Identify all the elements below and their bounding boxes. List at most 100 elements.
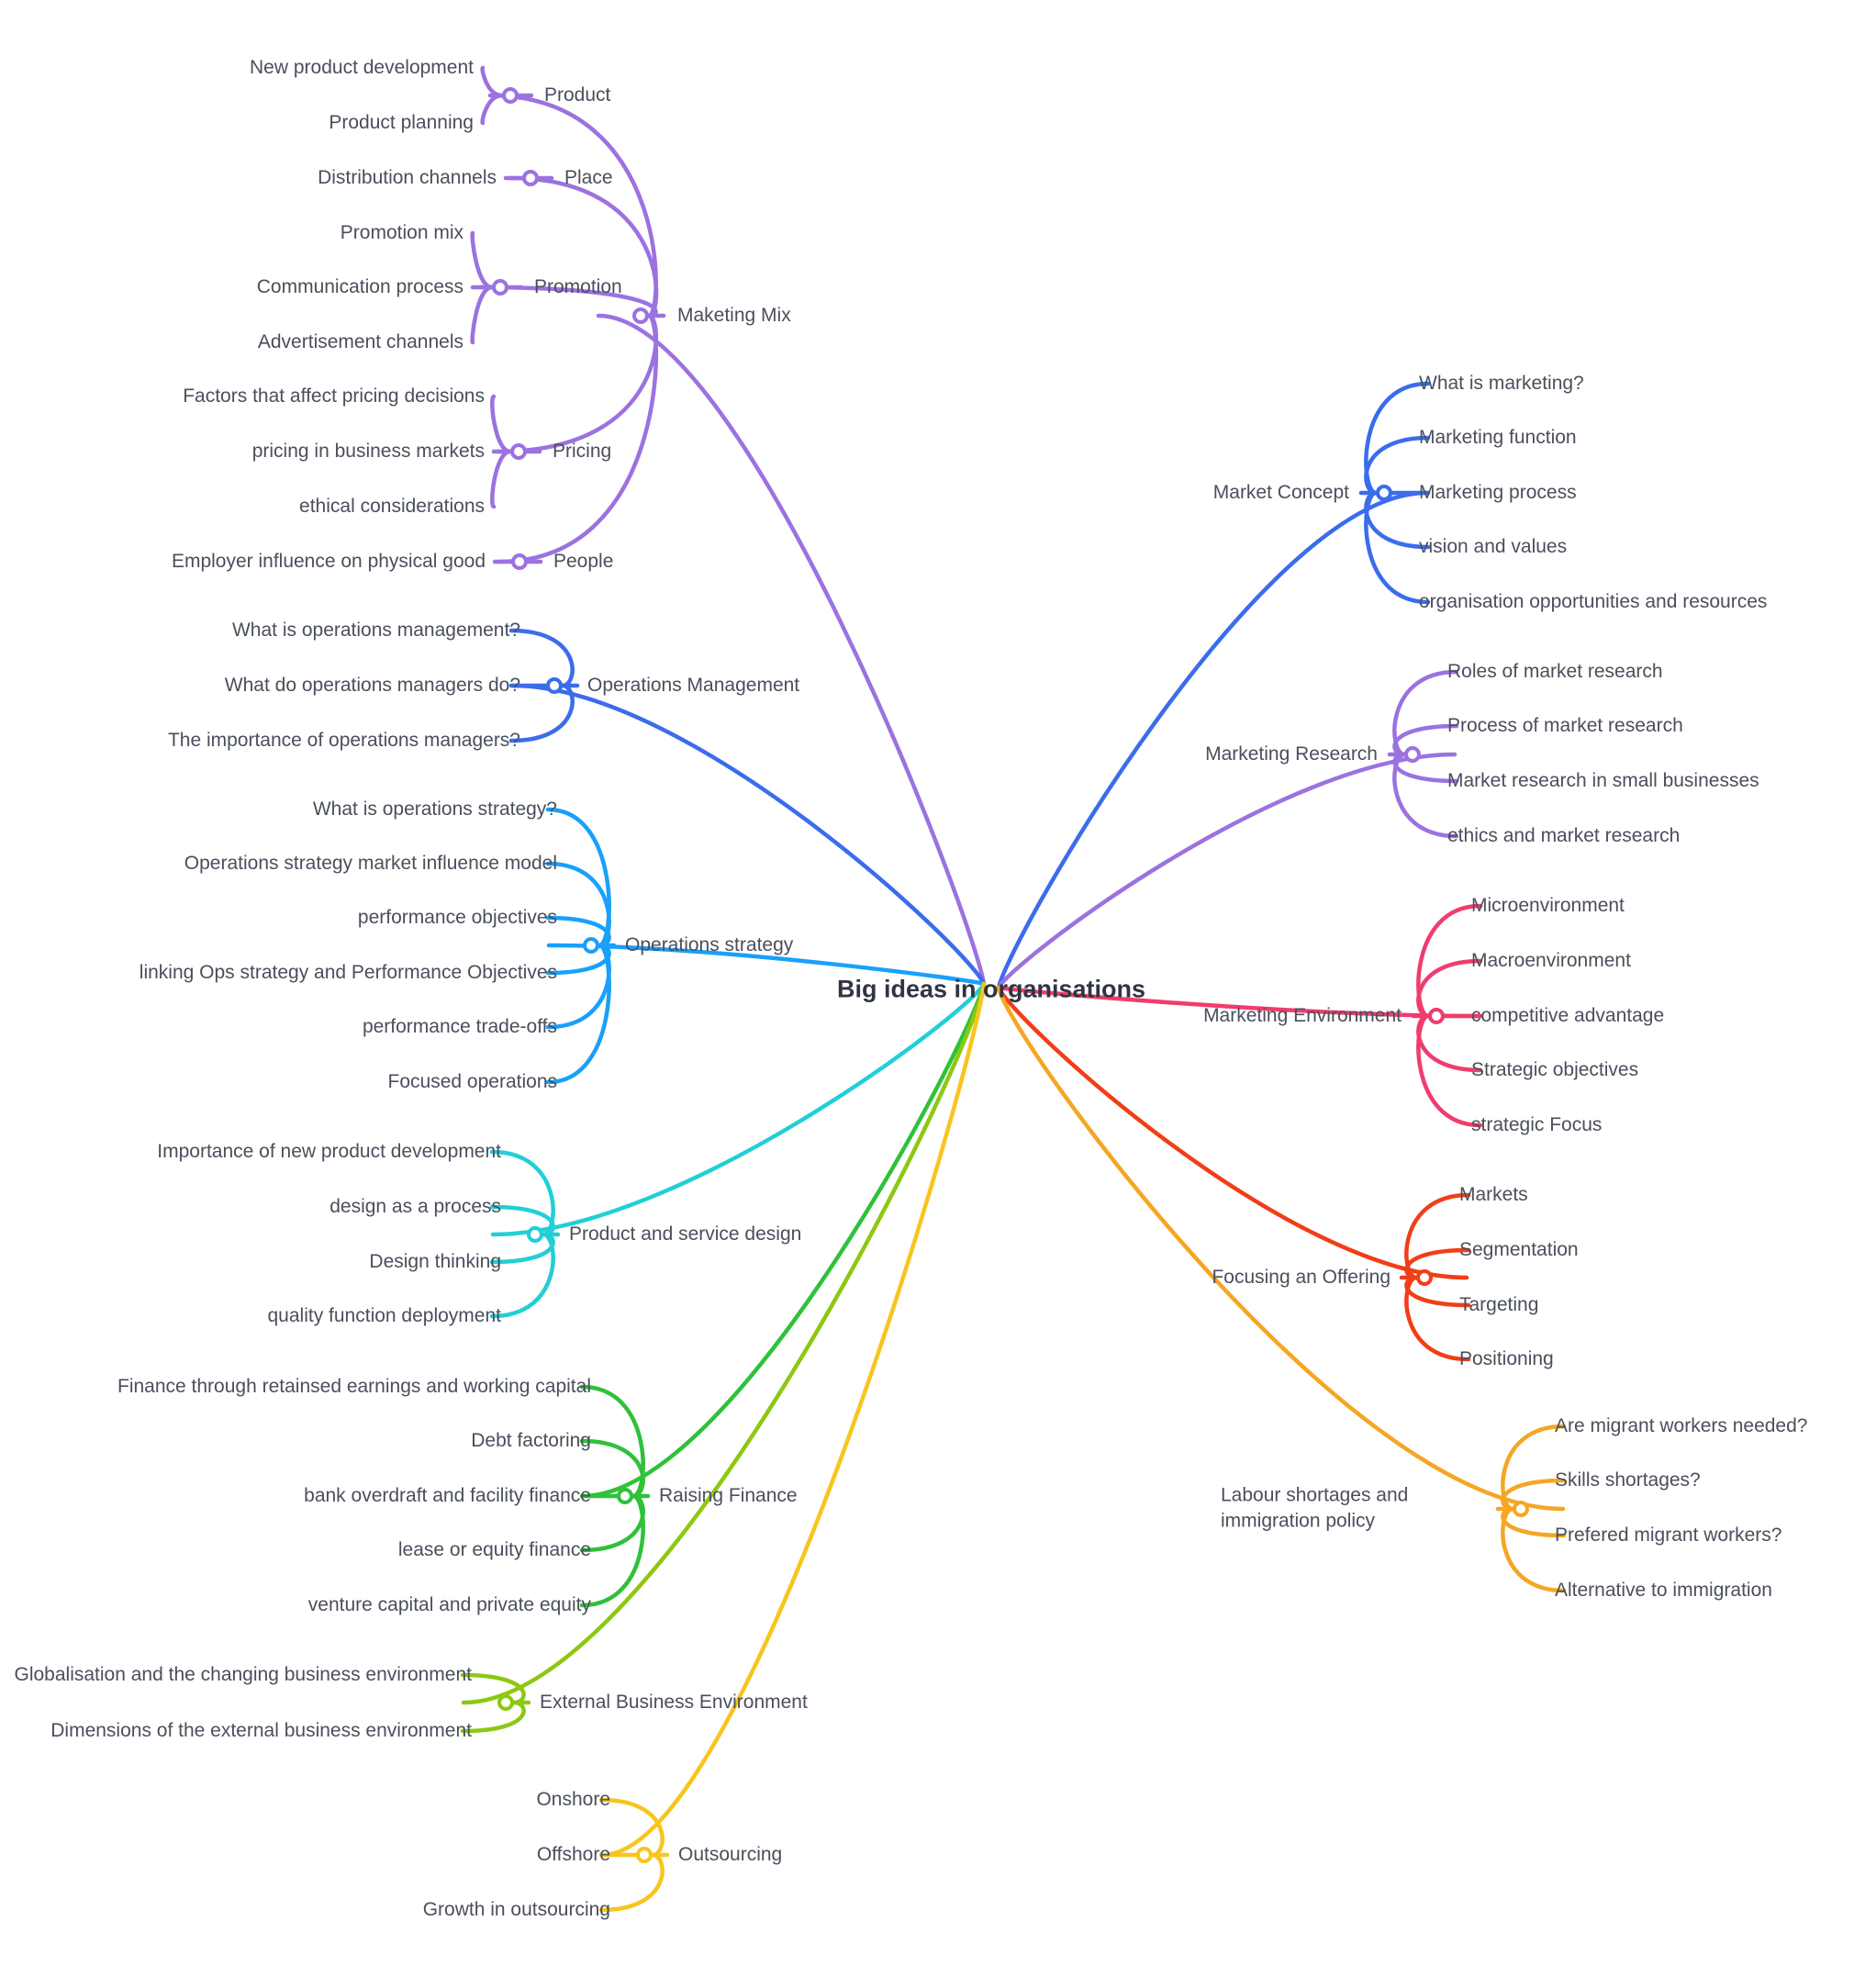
node-handle[interactable] xyxy=(546,677,563,694)
leaf-label[interactable]: Macroenvironment xyxy=(1471,949,1631,971)
branch-label-outsourcing[interactable]: Outsourcing xyxy=(678,1843,783,1865)
subbranch-label[interactable]: Product xyxy=(544,84,611,106)
node-handle[interactable] xyxy=(1376,485,1392,501)
subbranch-label[interactable]: Promotion xyxy=(534,275,622,297)
leaf-label[interactable]: Segmentation xyxy=(1459,1238,1579,1260)
leaf-label[interactable]: pricing in business markets xyxy=(251,440,485,462)
leaf-label[interactable]: What is operations strategy? xyxy=(312,798,557,820)
leaf-label[interactable]: What is operations management? xyxy=(231,619,520,641)
edge xyxy=(996,752,1458,990)
subbranch-label[interactable]: People xyxy=(553,550,614,572)
branch-label-product-service-design[interactable]: Product and service design xyxy=(569,1223,802,1245)
leaf-label[interactable]: Advertisement channels xyxy=(257,330,464,352)
node-handle[interactable] xyxy=(510,443,527,460)
branch-label-raising-finance[interactable]: Raising Finance xyxy=(659,1484,798,1506)
leaf-label[interactable]: Focused operations xyxy=(387,1070,557,1092)
leaf-label[interactable]: Offshore xyxy=(536,1843,610,1865)
edge xyxy=(490,449,513,509)
leaf-label[interactable]: competitive advantage xyxy=(1471,1004,1665,1026)
leaf-label[interactable]: Product planning xyxy=(329,111,474,133)
leaf-label[interactable]: Alternative to immigration xyxy=(1555,1579,1772,1601)
leaf-label[interactable]: lease or equity finance xyxy=(397,1538,591,1560)
leaf-label[interactable]: Positioning xyxy=(1459,1347,1554,1369)
branch-label-marketing-mix[interactable]: Maketing Mix xyxy=(677,304,791,326)
node-handle[interactable] xyxy=(511,553,528,570)
branch-label-marketing-research[interactable]: Marketing Research xyxy=(1205,743,1378,765)
leaf-label[interactable]: Importance of new product development xyxy=(157,1140,501,1162)
leaf-label[interactable]: Design thinking xyxy=(369,1250,501,1272)
leaf-label[interactable]: ethics and market research xyxy=(1447,824,1681,846)
edge xyxy=(596,313,987,987)
leaf-label[interactable]: Factors that affect pricing decisions xyxy=(183,385,485,407)
leaf-label[interactable]: linking Ops strategy and Performance Obj… xyxy=(139,961,557,983)
leaf-label[interactable]: design as a process xyxy=(329,1195,501,1217)
leaf-label[interactable]: performance trade-offs xyxy=(362,1015,557,1037)
branch-label-operations-management[interactable]: Operations Management xyxy=(587,674,800,696)
leaf-label[interactable]: New product development xyxy=(250,56,474,78)
branch-label-external-business-environment[interactable]: External Business Environment xyxy=(540,1691,808,1713)
leaf-label[interactable]: performance objectives xyxy=(357,906,557,928)
leaf-label[interactable]: organisation opportunities and resources xyxy=(1419,590,1768,612)
leaf-label[interactable]: The importance of operations managers? xyxy=(167,729,520,751)
leaf-label[interactable]: Prefered migrant workers? xyxy=(1555,1524,1782,1546)
node-handle[interactable] xyxy=(522,170,539,186)
leaf-label[interactable]: Employer influence on physical good xyxy=(171,550,486,572)
branch-label-marketing-environment[interactable]: Marketing Environment xyxy=(1203,1004,1402,1026)
leaf-label[interactable]: bank overdraft and facility finance xyxy=(304,1484,591,1506)
node-handle[interactable] xyxy=(617,1488,633,1504)
node-handle[interactable] xyxy=(497,1694,514,1711)
leaf-label[interactable]: Strategic objectives xyxy=(1471,1058,1639,1080)
leaf-label[interactable]: Distribution channels xyxy=(318,166,497,188)
leaf-label[interactable]: Debt factoring xyxy=(471,1429,591,1451)
branch-label-labour-shortages[interactable]: Labour shortages and immigration policy xyxy=(1221,1484,1409,1532)
leaf-label[interactable]: vision and values xyxy=(1419,535,1568,557)
branch-label-market-concept[interactable]: Market Concept xyxy=(1212,481,1349,503)
leaf-label[interactable]: venture capital and private equity xyxy=(307,1593,591,1615)
node-handle[interactable] xyxy=(632,307,649,324)
edge xyxy=(996,985,1469,1280)
subbranch-label[interactable]: Pricing xyxy=(553,440,612,462)
leaf-label[interactable]: ethical considerations xyxy=(299,495,485,517)
subbranch-label[interactable]: Place xyxy=(564,166,613,188)
leaf-label[interactable]: Roles of market research xyxy=(1447,660,1663,682)
leaf-label[interactable]: Operations strategy market influence mod… xyxy=(184,852,557,874)
edge xyxy=(470,230,495,290)
node-handle[interactable] xyxy=(1513,1501,1529,1517)
node-handle[interactable] xyxy=(1416,1269,1433,1286)
leaf-label[interactable]: Market research in small businesses xyxy=(1447,769,1759,791)
leaf-label[interactable]: Growth in outsourcing xyxy=(422,1898,610,1920)
node-handle[interactable] xyxy=(636,1847,653,1863)
leaf-label[interactable]: Dimensions of the external business envi… xyxy=(50,1719,472,1741)
node-handle[interactable] xyxy=(502,87,519,104)
leaf-label[interactable]: Targeting xyxy=(1459,1293,1539,1315)
node-handle[interactable] xyxy=(527,1226,543,1243)
leaf-label[interactable]: Promotion mix xyxy=(340,221,464,243)
node-handle[interactable] xyxy=(1428,1008,1445,1024)
node-handle[interactable] xyxy=(1404,746,1421,763)
leaf-label[interactable]: Are migrant workers needed? xyxy=(1555,1414,1808,1436)
leaf-label[interactable]: Skills shortages? xyxy=(1555,1469,1701,1491)
leaf-label[interactable]: quality function deployment xyxy=(267,1304,502,1326)
edge xyxy=(599,981,987,1858)
leaf-label[interactable]: What is marketing? xyxy=(1419,372,1584,394)
branch-label-operations-strategy[interactable]: Operations strategy xyxy=(625,933,794,955)
leaf-label[interactable]: Marketing process xyxy=(1419,481,1577,503)
leaf-label[interactable]: strategic Focus xyxy=(1471,1113,1603,1135)
leaf-label[interactable]: Globalisation and the changing business … xyxy=(14,1663,473,1685)
leaf-label[interactable]: What do operations managers do? xyxy=(224,674,520,696)
edge xyxy=(480,65,505,98)
node-handle[interactable] xyxy=(492,279,508,296)
node-handle[interactable] xyxy=(583,937,599,954)
leaf-label[interactable]: Finance through retainsed earnings and w… xyxy=(117,1375,591,1397)
leaf-label[interactable]: Microenvironment xyxy=(1471,894,1625,916)
leaf-label[interactable]: Marketing function xyxy=(1419,426,1577,448)
center-topic-label: Big ideas in organisations xyxy=(836,975,1146,1003)
branch-label-focusing-an-offering[interactable]: Focusing an Offering xyxy=(1212,1266,1390,1288)
leaf-label[interactable]: Onshore xyxy=(536,1788,610,1810)
leaf-label[interactable]: Communication process xyxy=(256,275,464,297)
leaf-label[interactable]: Process of market research xyxy=(1447,714,1683,736)
edge xyxy=(480,93,505,126)
leaf-label[interactable]: Markets xyxy=(1459,1183,1528,1205)
edge xyxy=(996,490,1429,990)
